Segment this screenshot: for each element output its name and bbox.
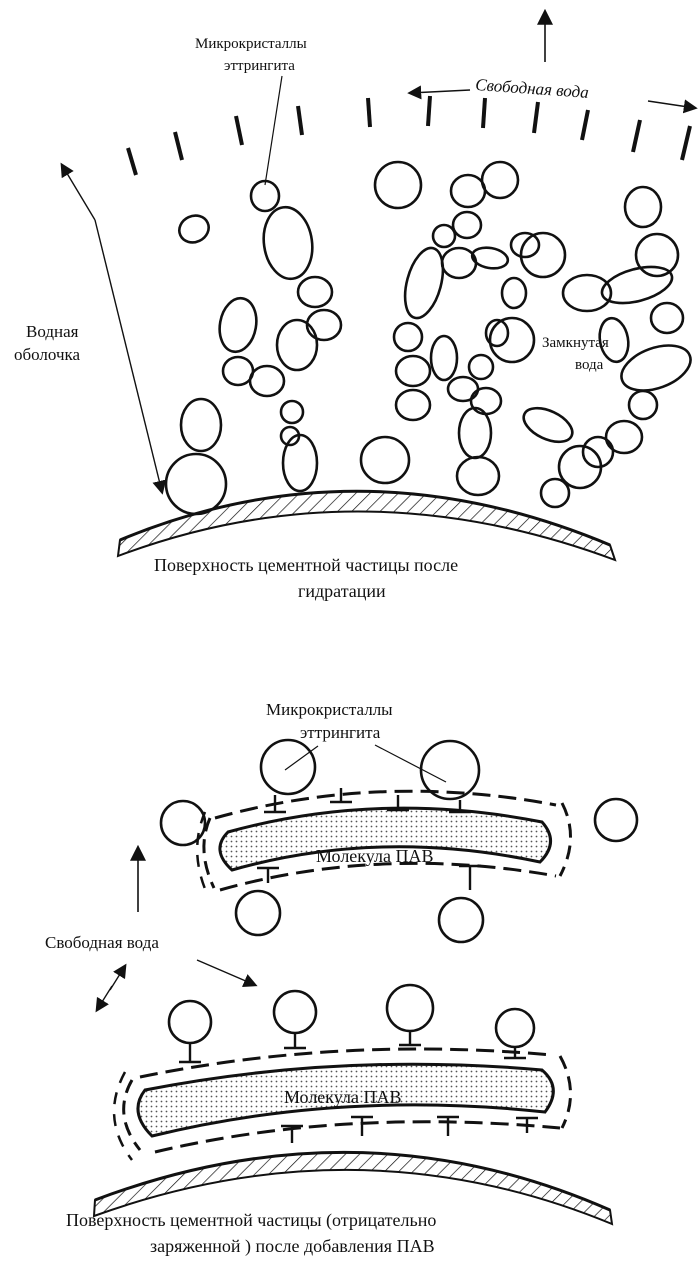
ettringite-particles-bottom-lower xyxy=(169,985,534,1047)
surfactant-molecule-lower: Молекула ПАВ xyxy=(114,1031,570,1160)
microcrystals-label-bottom-1: Микрокристаллы xyxy=(266,700,393,719)
microcrystals-label-top-1: Микрокристаллы xyxy=(195,36,307,52)
microcrystals-pointer-top xyxy=(265,76,282,185)
molecule-label-lower: Молекула ПАВ xyxy=(284,1087,401,1107)
microcrystals-label-bottom-2: эттрингита xyxy=(300,723,381,742)
free-water-arrow-right xyxy=(648,101,695,108)
free-water-arrow-bottom-right xyxy=(197,960,255,985)
microcrystals-pointer-bottom-right xyxy=(375,745,446,782)
caption-bottom-2: заряженной ) после добавления ПАВ xyxy=(150,1236,435,1257)
caption-top-2: гидратации xyxy=(298,581,386,601)
ettringite-particles-top xyxy=(166,162,697,514)
water-shell-label-2: оболочка xyxy=(14,345,81,364)
water-shell-label-1: Водная xyxy=(26,322,79,341)
free-water-label-bottom: Свободная вода xyxy=(45,933,159,952)
caption-top-1: Поверхность цементной частицы после xyxy=(154,555,458,575)
cement-surface-top xyxy=(118,491,615,560)
free-water-label-top: Свободная вода xyxy=(475,75,590,102)
free-water-dashes xyxy=(128,96,690,175)
bottom-diagram: Микрокристаллы эттрингита Молекула ПАВ xyxy=(45,700,637,1257)
caption-bottom-1: Поверхность цементной частицы (отрицател… xyxy=(66,1210,436,1231)
closed-water-label-1: Замкнутая xyxy=(542,335,609,351)
surfactant-molecule-upper: Молекула ПАВ xyxy=(197,788,570,896)
water-shell-arrow-down xyxy=(95,220,162,492)
water-shell-arrow xyxy=(62,165,95,220)
top-diagram: Свободная вода Микрокристаллы эттрингита… xyxy=(14,12,697,601)
closed-water-label-2: вода xyxy=(575,357,604,373)
free-water-arrow-bottom-diag-b xyxy=(97,986,112,1010)
microcrystals-label-top-2: эттрингита xyxy=(224,58,295,74)
free-water-arrow-left xyxy=(410,90,470,93)
